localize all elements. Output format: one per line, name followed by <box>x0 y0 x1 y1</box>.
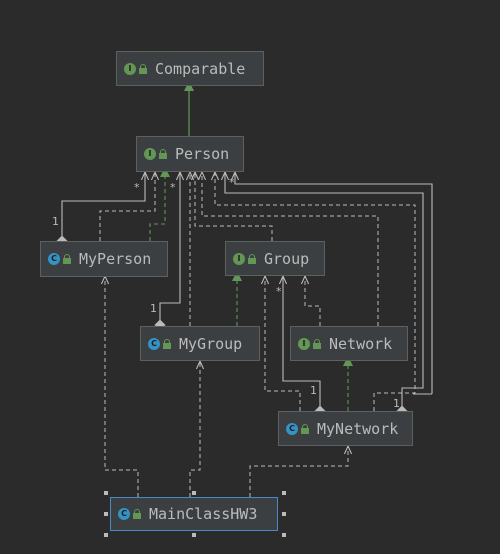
multiplicity-mygroup-many: * <box>170 181 176 194</box>
node-label: MyPerson <box>79 250 152 268</box>
selection-handle-bottom-left[interactable] <box>104 533 108 537</box>
node-mynetwork[interactable]: C MyNetwork <box>278 411 413 446</box>
multiplicity-myperson-one: 1 <box>52 215 59 228</box>
class-icon: C <box>148 337 160 350</box>
public-lock-icon <box>301 423 309 434</box>
public-lock-icon <box>163 338 171 349</box>
node-label: Group <box>264 249 310 268</box>
selection-handle-top[interactable] <box>192 491 196 495</box>
node-label: MainClassHW3 <box>149 505 258 523</box>
edge-network-depends-group <box>305 276 321 326</box>
interface-icon: I <box>233 252 245 265</box>
edge-myperson-depends-person <box>99 172 155 241</box>
edge-myperson-aggregates-person <box>62 172 145 241</box>
node-myperson[interactable]: C MyPerson <box>40 241 168 277</box>
public-lock-icon <box>313 338 321 349</box>
multiplicity-mynetwork-group-many: * <box>276 285 282 298</box>
multiplicity-mynetwork-one: 1 <box>393 397 400 410</box>
node-label: Comparable <box>155 59 246 78</box>
node-label: MyNetwork <box>317 419 399 438</box>
multiplicity-mynetwork-group-one: 1 <box>310 384 317 397</box>
interface-icon: I <box>124 62 136 75</box>
node-comparable[interactable]: I Comparable <box>116 51 264 86</box>
node-person[interactable]: I Person <box>136 136 244 172</box>
selection-handle-bottom[interactable] <box>192 533 196 537</box>
edge-mynetwork-aggregates-group <box>283 276 320 411</box>
multiplicity-myperson-many: * <box>134 181 140 194</box>
public-lock-icon <box>133 509 141 519</box>
node-group[interactable]: I Group <box>225 241 325 276</box>
edge-mynetwork-depends-group <box>265 276 301 411</box>
interface-icon: I <box>144 148 156 160</box>
edge-mainclass-depends-mygroup <box>189 361 200 497</box>
edge-mainclass-depends-myperson <box>105 276 139 497</box>
public-lock-icon <box>139 63 147 74</box>
node-label: Network <box>329 334 393 353</box>
edge-mynetwork-person-outer <box>235 172 433 394</box>
edge-mynetwork-aggregates-person <box>225 172 424 411</box>
public-lock-icon <box>159 149 167 159</box>
selection-handle-top-left[interactable] <box>104 491 108 495</box>
node-label: Person <box>175 145 230 163</box>
class-icon: C <box>48 253 60 265</box>
selection-handle-right[interactable] <box>282 512 286 516</box>
edge-myperson-implements-person <box>149 167 170 241</box>
edge-mygroup-aggregates-person <box>160 172 180 325</box>
multiplicity-mynetwork-many: * <box>229 176 235 189</box>
selection-handle-top-right[interactable] <box>282 491 286 495</box>
node-network[interactable]: I Network <box>290 326 408 361</box>
class-icon: C <box>118 508 130 520</box>
edge-mainclass-depends-mynetwork <box>249 446 348 497</box>
public-lock-icon <box>63 254 71 264</box>
multiplicity-mygroup-one: 1 <box>150 302 157 315</box>
node-label: MyGroup <box>179 334 243 353</box>
class-icon: C <box>286 422 298 435</box>
public-lock-icon <box>248 253 256 264</box>
interface-icon: I <box>298 337 310 350</box>
node-mygroup[interactable]: C MyGroup <box>140 326 260 361</box>
selection-handle-left[interactable] <box>104 512 108 516</box>
selection-handle-bottom-right[interactable] <box>282 533 286 537</box>
edge-mynetwork-depends-person <box>215 172 416 411</box>
node-mainclasshw3[interactable]: C MainClassHW3 <box>110 497 278 531</box>
